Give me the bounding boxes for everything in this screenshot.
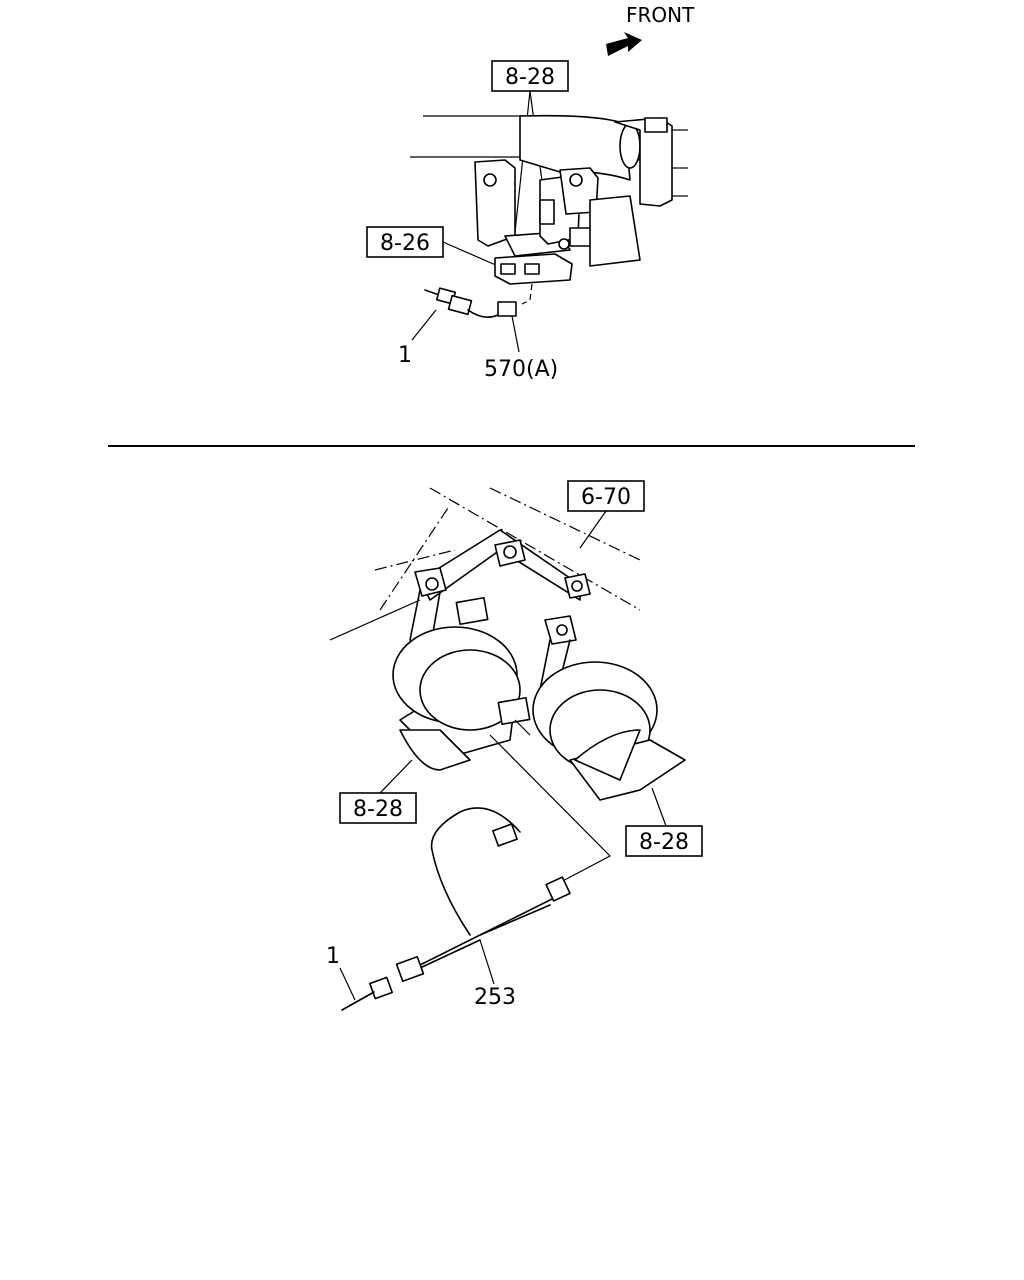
connection-guide — [489, 734, 611, 886]
part-number-570a: 570(A) — [484, 357, 558, 382]
horn-left — [392, 596, 521, 771]
callout-8-28-right: 8-28 — [625, 787, 703, 857]
connection-guide — [514, 719, 531, 736]
svg-text:8-28: 8-28 — [353, 797, 403, 822]
callout-6-70: 6-70 — [567, 480, 645, 549]
callout-8-28-top: 8-28 — [491, 60, 569, 233]
horn-bracket — [409, 529, 591, 691]
svg-text:6-70: 6-70 — [581, 485, 631, 510]
svg-text:8-28: 8-28 — [639, 830, 689, 855]
centerline — [374, 549, 456, 571]
centerline — [429, 487, 641, 611]
leader-line — [479, 939, 495, 985]
harness-570a — [424, 287, 517, 318]
part-number-1-top: 1 — [398, 343, 412, 368]
relay-module — [494, 253, 573, 285]
horn-right — [497, 661, 686, 801]
harness-253 — [341, 807, 571, 1011]
front-label: FRONT — [626, 3, 695, 27]
leader-line — [411, 309, 437, 341]
bottom-diagram: 6-70 — [326, 480, 703, 1011]
callout-8-28-left: 8-28 — [339, 759, 417, 824]
callout-8-26: 8-26 — [366, 226, 499, 267]
part-number-1-bottom: 1 — [326, 944, 340, 969]
connection-guide — [521, 283, 533, 305]
front-arrow-icon — [606, 32, 642, 56]
leader-line — [511, 315, 520, 353]
top-diagram: FRONT 8-28 — [366, 3, 695, 382]
svg-text:8-28: 8-28 — [505, 65, 555, 90]
frame-line — [329, 599, 421, 641]
svg-text:8-26: 8-26 — [380, 231, 430, 256]
centerline — [489, 487, 641, 561]
centerline — [379, 504, 451, 611]
leader-line — [339, 967, 356, 1001]
part-number-253: 253 — [474, 985, 516, 1010]
frame-member — [474, 114, 688, 267]
